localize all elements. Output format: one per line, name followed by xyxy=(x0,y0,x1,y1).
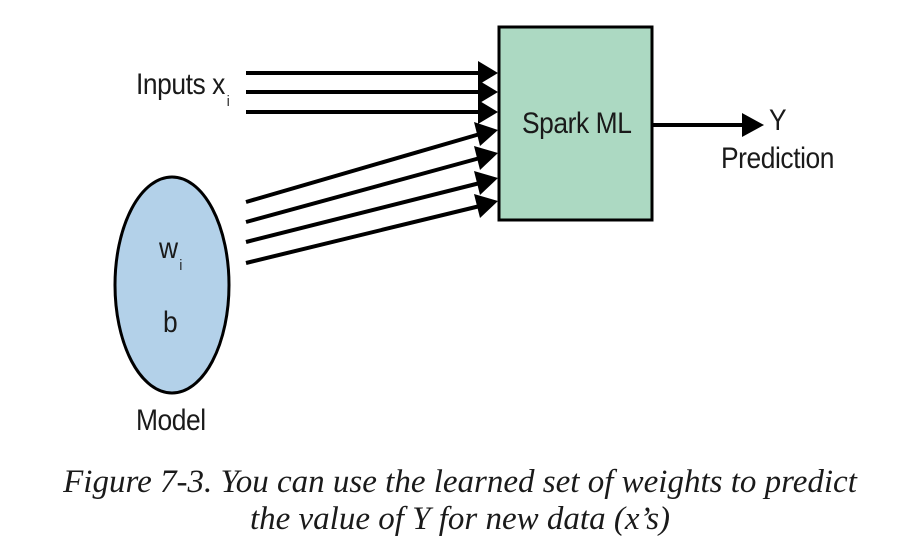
output-variable-label: Y xyxy=(769,104,787,137)
output-arrowhead xyxy=(742,113,764,137)
spark-ml-label: Spark ML xyxy=(522,107,632,140)
model-arrow-3 xyxy=(245,181,481,244)
inputs-label: Inputs xi xyxy=(136,68,230,110)
inputs-label-subscript: i xyxy=(226,93,230,110)
bias-label: b xyxy=(163,306,178,339)
weight-label-text: w xyxy=(159,232,178,265)
spark-ml-box xyxy=(497,25,654,222)
model-arrowhead-3 xyxy=(474,171,498,195)
prediction-label: Prediction xyxy=(721,142,834,175)
inputs-label-text: Inputs x xyxy=(136,68,225,101)
model-ellipse xyxy=(113,175,231,395)
input-arrows xyxy=(246,61,498,124)
input-arrowhead-1 xyxy=(478,61,498,85)
model-label: Model xyxy=(136,404,206,437)
model-arrow-2 xyxy=(245,156,481,224)
weight-label: wi xyxy=(159,232,182,274)
model-arrow-4 xyxy=(245,204,481,265)
figure-caption-line-1: Figure 7-3. You can use the learned set … xyxy=(63,464,857,500)
input-arrowhead-2 xyxy=(478,80,498,104)
figure-caption-line-2: the value of Y for new data (x’s) xyxy=(249,501,671,537)
model-arrowhead-4 xyxy=(474,194,498,218)
model-arrowhead-2 xyxy=(474,146,498,170)
weight-label-subscript: i xyxy=(179,257,182,274)
model-arrows xyxy=(245,122,498,265)
model-arrow-1 xyxy=(245,132,481,204)
input-arrowhead-3 xyxy=(478,100,498,124)
model-arrowhead-1 xyxy=(474,122,498,146)
